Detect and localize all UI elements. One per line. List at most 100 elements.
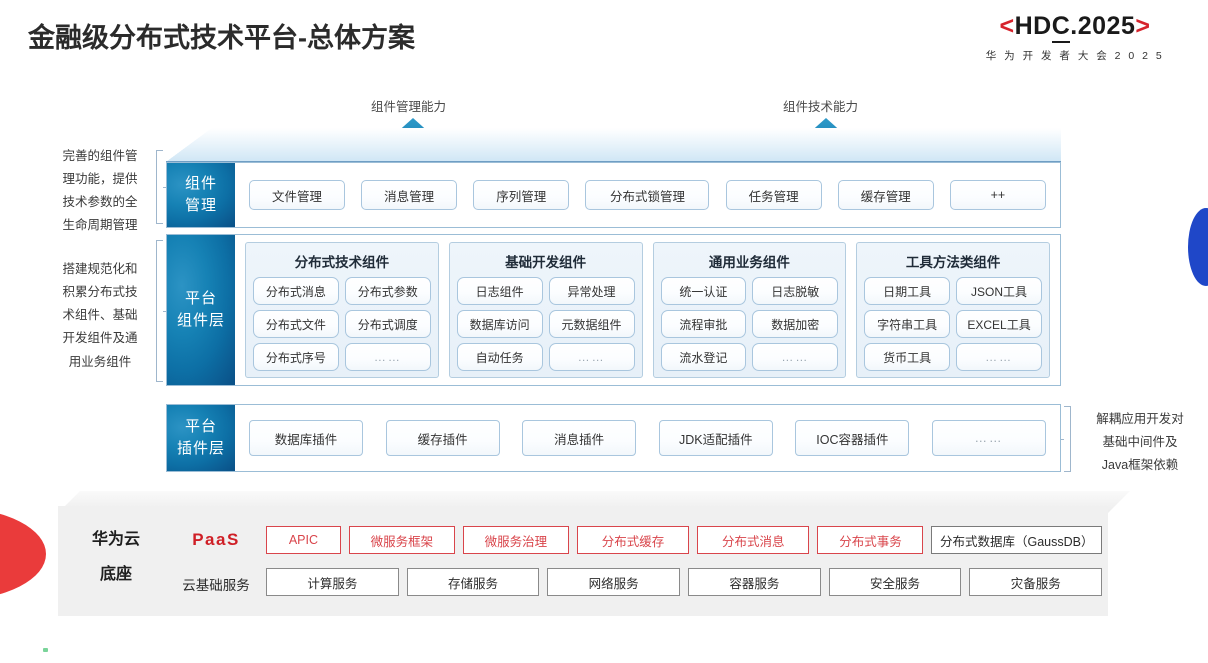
paas-box-distributed-database-gaussdb[interactable]: 分布式数据库（GaussDB） — [931, 526, 1103, 554]
panel-tab-line1: 平台 — [184, 290, 217, 308]
group-grid: 日期工具 JSON工具 字符串工具 EXCEL工具 货币工具 …… — [864, 277, 1042, 371]
panel-body-component-management: 文件管理 消息管理 序列管理 分布式锁管理 任务管理 缓存管理 ++ — [235, 163, 1060, 227]
chip-process-approval[interactable]: 流程审批 — [660, 310, 747, 338]
chip-more-ellipsis[interactable]: …… — [344, 343, 431, 371]
panel-platform-component-layer: 平台 组件层 分布式技术组件 分布式消息 分布式参数 分布式文件 分布式调度 分… — [166, 234, 1061, 386]
chip-more-ellipsis[interactable]: …… — [548, 343, 635, 371]
paas-box-distributed-transaction[interactable]: 分布式事务 — [817, 526, 924, 554]
chip-string-utility[interactable]: 字符串工具 — [864, 310, 951, 338]
chip-more-ellipsis[interactable]: …… — [931, 420, 1046, 456]
chip-date-utility[interactable]: 日期工具 — [864, 277, 951, 305]
paas-box-apic[interactable]: APIC — [266, 526, 341, 554]
hdc-logo-main: <HDC.2025> — [960, 12, 1190, 43]
chip-excel-utility[interactable]: EXCEL工具 — [956, 310, 1042, 338]
paas-box-microservice-governance[interactable]: 微服务治理 — [462, 526, 569, 554]
chip-currency-utility[interactable]: 货币工具 — [864, 343, 951, 371]
hdc-text-suffix: .2025 — [1070, 12, 1136, 40]
hdc-logo: <HDC.2025> 华 为 开 发 者 大 会 2 0 2 5 — [960, 12, 1190, 63]
panel-tab-line2: 插件层 — [176, 440, 225, 457]
cloud-box-security-service[interactable]: 安全服务 — [828, 568, 962, 596]
chip-jdk-adapter-plugin[interactable]: JDK适配插件 — [658, 420, 773, 456]
chip-distributed-sequence[interactable]: 分布式序号 — [253, 343, 339, 371]
chip-distributed-file[interactable]: 分布式文件 — [253, 310, 339, 338]
paas-box-microservice-framework[interactable]: 微服务框架 — [348, 526, 455, 554]
chip-data-encryption[interactable]: 数据加密 — [752, 310, 839, 338]
cloud-box-compute-service[interactable]: 计算服务 — [266, 568, 399, 596]
panel-tab-line2: 组件层 — [176, 312, 225, 329]
panel-tab-line2: 管理 — [184, 197, 217, 214]
capability-label-technology: 组件技术能力 — [783, 100, 859, 114]
red-wedge-decoration — [0, 508, 46, 600]
right-note-1: 解耦应用开发对 基础中间件及 Java框架依赖 — [1096, 412, 1184, 473]
group-grid: 分布式消息 分布式参数 分布式文件 分布式调度 分布式序号 …… — [253, 277, 431, 371]
base-left-label-line2: 底座 — [99, 566, 132, 584]
left-bracket-2 — [156, 240, 168, 382]
cloud-service-row: 计算服务 存储服务 网络服务 容器服务 安全服务 灾备服务 — [266, 568, 1103, 596]
chip-json-utility[interactable]: JSON工具 — [956, 277, 1042, 305]
chip-sequence-management[interactable]: 序列管理 — [473, 180, 570, 210]
cloud-box-disaster-recovery-service[interactable]: 灾备服务 — [969, 568, 1103, 596]
chip-distributed-message[interactable]: 分布式消息 — [253, 277, 339, 305]
chip-distributed-schedule[interactable]: 分布式调度 — [344, 310, 431, 338]
cloud-box-storage-service[interactable]: 存储服务 — [406, 568, 540, 596]
paas-box-distributed-cache[interactable]: 分布式缓存 — [576, 526, 690, 554]
capability-label-management: 组件管理能力 — [371, 100, 447, 114]
chip-message-plugin[interactable]: 消息插件 — [522, 420, 637, 456]
chip-cache-management[interactable]: 缓存管理 — [837, 180, 934, 210]
chip-more-ellipsis[interactable]: …… — [956, 343, 1042, 371]
chip-unified-authentication[interactable]: 统一认证 — [660, 277, 747, 305]
panel-tab-platform-plugin-layer: 平台 插件层 — [167, 405, 235, 471]
chip-database-access[interactable]: 数据库访问 — [456, 310, 543, 338]
chip-database-plugin[interactable]: 数据库插件 — [249, 420, 363, 456]
panel-tab-line1: 平台 — [184, 418, 217, 436]
chip-file-management[interactable]: 文件管理 — [249, 180, 345, 210]
cloud-basic-service-label: 云基础服务 — [182, 578, 250, 593]
left-note-1: 完善的组件管 理功能，提供 技术参数的全 生命周期管理 — [62, 149, 138, 233]
chip-auto-task[interactable]: 自动任务 — [456, 343, 543, 371]
hdc-text-underlined: C — [1051, 12, 1071, 43]
hdc-logo-subtitle: 华 为 开 发 者 大 会 2 0 2 5 — [985, 50, 1165, 62]
hdc-text-prefix: HD — [1014, 12, 1052, 40]
chip-metadata-component[interactable]: 元数据组件 — [548, 310, 635, 338]
panel-tab-line1: 组件 — [184, 175, 217, 193]
chip-distributed-parameter[interactable]: 分布式参数 — [344, 277, 431, 305]
chip-cache-plugin[interactable]: 缓存插件 — [385, 420, 500, 456]
cloud-box-network-service[interactable]: 网络服务 — [547, 568, 681, 596]
paas-label: PaaS — [192, 530, 240, 549]
panel-component-management: 组件 管理 文件管理 消息管理 序列管理 分布式锁管理 任务管理 缓存管理 ++ — [166, 162, 1061, 228]
group-title: 工具方法类组件 — [905, 255, 1001, 270]
chip-more-plus[interactable]: ++ — [949, 180, 1046, 210]
bracket-left-icon: < — [999, 12, 1015, 40]
group-general-business-components: 通用业务组件 统一认证 日志脱敏 流程审批 数据加密 流水登记 …… — [652, 242, 847, 378]
chip-log-masking[interactable]: 日志脱敏 — [752, 277, 839, 305]
chip-task-management[interactable]: 任务管理 — [725, 180, 822, 210]
group-basic-dev-components: 基础开发组件 日志组件 异常处理 数据库访问 元数据组件 自动任务 …… — [448, 242, 643, 378]
cloud-box-container-service[interactable]: 容器服务 — [688, 568, 821, 596]
header-band-corner-cut — [166, 128, 212, 162]
paas-service-row: APIC 微服务框架 微服务治理 分布式缓存 分布式消息 分布式事务 分布式数据… — [266, 526, 1103, 554]
right-bracket-1 — [1059, 406, 1071, 472]
header-band-divider — [166, 161, 1061, 162]
chip-transaction-record[interactable]: 流水登记 — [660, 343, 747, 371]
chip-log-component[interactable]: 日志组件 — [456, 277, 543, 305]
chip-distributed-lock-management[interactable]: 分布式锁管理 — [585, 180, 710, 210]
panel-body-platform-component-layer: 分布式技术组件 分布式消息 分布式参数 分布式文件 分布式调度 分布式序号 ……… — [235, 235, 1060, 385]
group-utility-method-components: 工具方法类组件 日期工具 JSON工具 字符串工具 EXCEL工具 货币工具 …… — [856, 242, 1050, 378]
green-marker-decoration — [43, 648, 48, 652]
panel-platform-plugin-layer: 平台 插件层 数据库插件 缓存插件 消息插件 JDK适配插件 IOC容器插件 …… — [166, 404, 1061, 472]
group-title: 分布式技术组件 — [294, 255, 390, 270]
chip-ioc-container-plugin[interactable]: IOC容器插件 — [795, 420, 910, 456]
page-title: 金融级分布式技术平台-总体方案 — [28, 23, 415, 53]
chip-more-ellipsis[interactable]: …… — [752, 343, 839, 371]
base-left-label: 华为云 底座 — [70, 522, 162, 592]
paas-box-distributed-message[interactable]: 分布式消息 — [697, 526, 810, 554]
panel-tab-platform-component-layer: 平台 组件层 — [167, 235, 235, 385]
base-panel-huawei-cloud — [58, 506, 1108, 616]
blue-lens-decoration — [1188, 208, 1208, 286]
group-grid: 统一认证 日志脱敏 流程审批 数据加密 流水登记 …… — [660, 277, 839, 371]
chip-message-management[interactable]: 消息管理 — [361, 180, 458, 210]
header-gradient-band — [166, 128, 1061, 162]
left-note-2: 搭建规范化和 积累分布式技 术组件、基础 开发组件及通 用业务组件 — [62, 262, 138, 369]
chip-exception-handling[interactable]: 异常处理 — [548, 277, 635, 305]
